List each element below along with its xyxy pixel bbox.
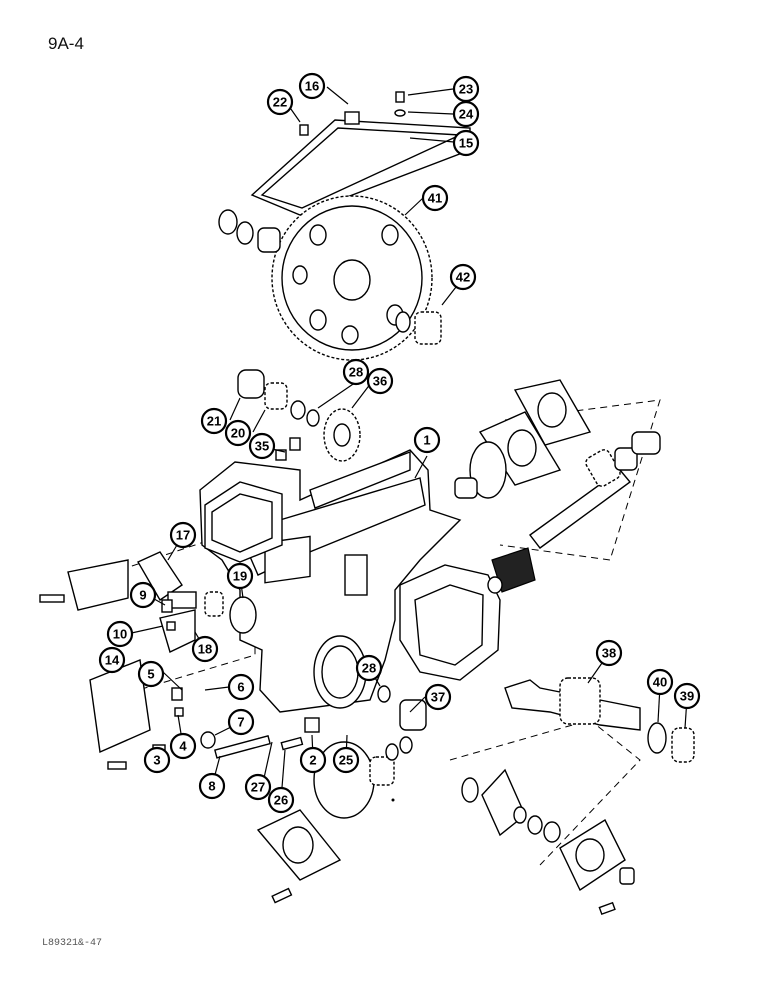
callout-label: 17 bbox=[176, 528, 190, 543]
callout-label: 20 bbox=[231, 426, 245, 441]
ring-gear bbox=[271, 195, 433, 361]
callout-label: 23 bbox=[459, 82, 473, 97]
callout-label: 37 bbox=[431, 690, 445, 705]
callout: 17 bbox=[169, 521, 197, 549]
callout-label: 6 bbox=[237, 680, 244, 695]
callout: 4 bbox=[169, 732, 197, 760]
callout: 37 bbox=[424, 683, 452, 711]
leader-lines bbox=[126, 86, 688, 801]
callout-label: 25 bbox=[339, 753, 353, 768]
right-axle-assembly bbox=[454, 379, 661, 594]
pinion-shaft bbox=[504, 677, 695, 763]
callout: 10 bbox=[106, 620, 134, 648]
left-shift-parts bbox=[39, 551, 271, 770]
idler-gear-stack bbox=[237, 369, 361, 462]
callout: 7 bbox=[227, 708, 255, 736]
callout-label: 41 bbox=[428, 191, 442, 206]
callout-label: 10 bbox=[113, 627, 127, 642]
callout: 23 bbox=[452, 75, 480, 103]
callout-label: 16 bbox=[305, 79, 319, 94]
callout-label: 2 bbox=[309, 753, 316, 768]
callout: 22 bbox=[266, 88, 294, 116]
callout-label: 1 bbox=[423, 433, 430, 448]
callout: 21 bbox=[200, 407, 228, 435]
callout-label: 18 bbox=[198, 642, 212, 657]
callout: 40 bbox=[646, 668, 674, 696]
page-number: 9A-4 bbox=[48, 34, 84, 53]
callout: 1 bbox=[413, 426, 441, 454]
callout-label: 42 bbox=[456, 270, 470, 285]
callout-label: 8 bbox=[208, 779, 215, 794]
callout-label: 38 bbox=[602, 646, 616, 661]
callout: 6 bbox=[227, 673, 255, 701]
callout-label: 9 bbox=[139, 588, 146, 603]
differential-assembly bbox=[461, 768, 635, 916]
callout: 15 bbox=[452, 129, 480, 157]
callout: 20 bbox=[224, 419, 252, 447]
callout: 27 bbox=[244, 773, 272, 801]
callout: 38 bbox=[595, 639, 623, 667]
callout: 26 bbox=[267, 786, 295, 814]
callout: 28 bbox=[342, 358, 370, 386]
callout: 14 bbox=[98, 646, 126, 674]
callout-label: 3 bbox=[153, 753, 160, 768]
callout-label: 14 bbox=[105, 653, 120, 668]
callout: 16 bbox=[298, 72, 326, 100]
callout-label: 26 bbox=[274, 793, 288, 808]
callout: 24 bbox=[452, 100, 480, 128]
callout-label: 39 bbox=[680, 689, 694, 704]
callout: 8 bbox=[198, 772, 226, 800]
callout-label: 21 bbox=[207, 414, 221, 429]
callout-label: 40 bbox=[653, 675, 667, 690]
callout: 3 bbox=[143, 746, 171, 774]
callout: 18 bbox=[191, 635, 219, 663]
callout-label: 28 bbox=[349, 365, 363, 380]
callout: 9 bbox=[129, 581, 157, 609]
main-housing bbox=[199, 449, 501, 713]
callout: 19 bbox=[226, 562, 254, 590]
callout-label: 19 bbox=[233, 569, 247, 584]
callout: 36 bbox=[366, 367, 394, 395]
callout-label: 5 bbox=[147, 667, 154, 682]
callout-label: 24 bbox=[459, 107, 474, 122]
callout-label: 7 bbox=[237, 715, 244, 730]
callout-label: 35 bbox=[255, 439, 269, 454]
gear-bearings bbox=[218, 209, 442, 345]
callout-label: 27 bbox=[251, 780, 265, 795]
callout-label: 36 bbox=[373, 374, 387, 389]
callout-label: 28 bbox=[362, 661, 376, 676]
callout: 25 bbox=[332, 746, 360, 774]
callout: 35 bbox=[248, 432, 276, 460]
callout: 5 bbox=[137, 660, 165, 688]
callout: 42 bbox=[449, 263, 477, 291]
callout: 39 bbox=[673, 682, 701, 710]
top-cover bbox=[250, 91, 471, 216]
callout: 2 bbox=[299, 746, 327, 774]
lower-bearing-parts bbox=[256, 685, 427, 904]
callout: 41 bbox=[421, 184, 449, 212]
callout-label: 4 bbox=[179, 739, 187, 754]
callout: 28 bbox=[355, 654, 383, 682]
callout-label: 22 bbox=[273, 95, 287, 110]
detail-dot bbox=[391, 798, 395, 802]
figure-code: L89321&-47 bbox=[42, 938, 103, 949]
callout-label: 15 bbox=[459, 136, 473, 151]
